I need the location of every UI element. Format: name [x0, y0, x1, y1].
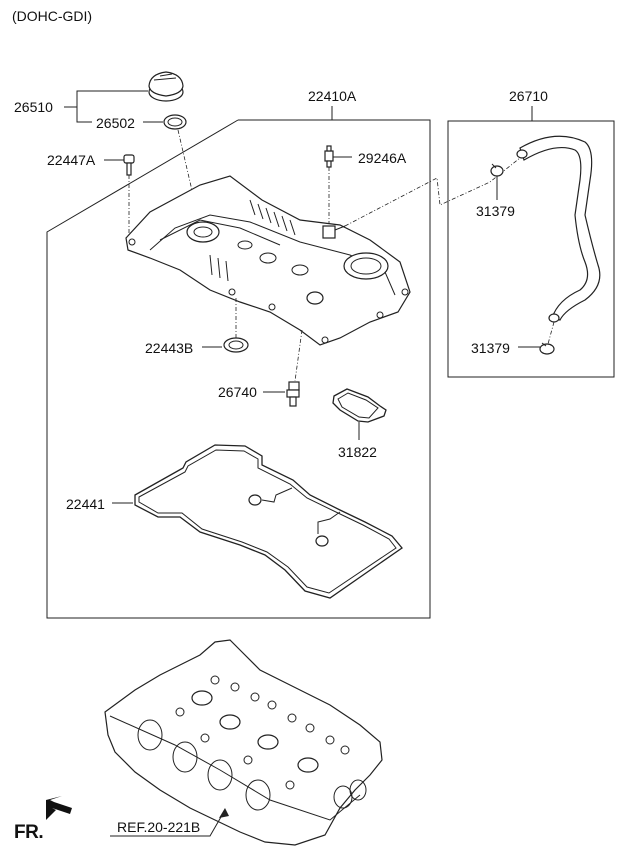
part-label-22443B[interactable]: 22443B	[145, 340, 194, 356]
bolt-drawing	[123, 154, 135, 176]
part-label-22410A[interactable]: 22410A	[308, 88, 357, 104]
oil-filler-cap-drawing	[148, 71, 184, 102]
filler-cap-gasket-drawing	[163, 114, 187, 130]
part-label-31822[interactable]: 31822	[338, 444, 377, 460]
breather-hose-drawing	[516, 135, 601, 323]
seal-ring-drawing	[223, 337, 249, 353]
ref-arrowhead	[219, 808, 229, 818]
front-direction-label: FR.	[14, 822, 44, 843]
pcv-valve-drawing	[286, 381, 300, 407]
part-label-22441[interactable]: 22441	[66, 496, 105, 512]
part-label-22447A[interactable]: 22447A	[47, 152, 96, 168]
hose-clamp-upper-drawing	[490, 163, 504, 177]
part-label-31379-upper[interactable]: 31379	[476, 203, 515, 219]
cylinder-head-drawing	[104, 639, 383, 846]
rocker-cover-gasket-inner	[138, 449, 397, 594]
rocker-cover-gasket-drawing	[134, 444, 403, 599]
reference-label[interactable]: REF.20-221B	[117, 819, 201, 835]
dash-26740	[294, 329, 303, 382]
gasket-plugs-drawing	[248, 487, 341, 547]
rocker-cover-group-frame	[46, 119, 431, 619]
part-label-26510[interactable]: 26510	[14, 99, 53, 115]
front-direction-arrow-icon	[46, 796, 72, 820]
part-label-31379-lower[interactable]: 31379	[471, 340, 510, 356]
breather-hose-group-frame	[447, 120, 615, 378]
small-gasket-inner	[337, 392, 379, 419]
pcv-fitting-drawing	[324, 145, 334, 168]
rocker-cover-drawing	[125, 175, 411, 346]
part-label-29246A[interactable]: 29246A	[358, 150, 407, 166]
part-label-26710[interactable]: 26710	[509, 88, 548, 104]
engine-variant-title: (DOHC-GDI)	[12, 8, 93, 24]
leader-26510-bracket	[76, 90, 148, 123]
dash-lower-clamp	[547, 321, 555, 345]
hose-clamp-lower-drawing	[539, 342, 555, 355]
part-label-26502[interactable]: 26502	[96, 115, 135, 131]
leader-ref	[110, 809, 226, 837]
small-gasket-drawing	[332, 388, 387, 423]
part-label-26740[interactable]: 26740	[218, 384, 257, 400]
